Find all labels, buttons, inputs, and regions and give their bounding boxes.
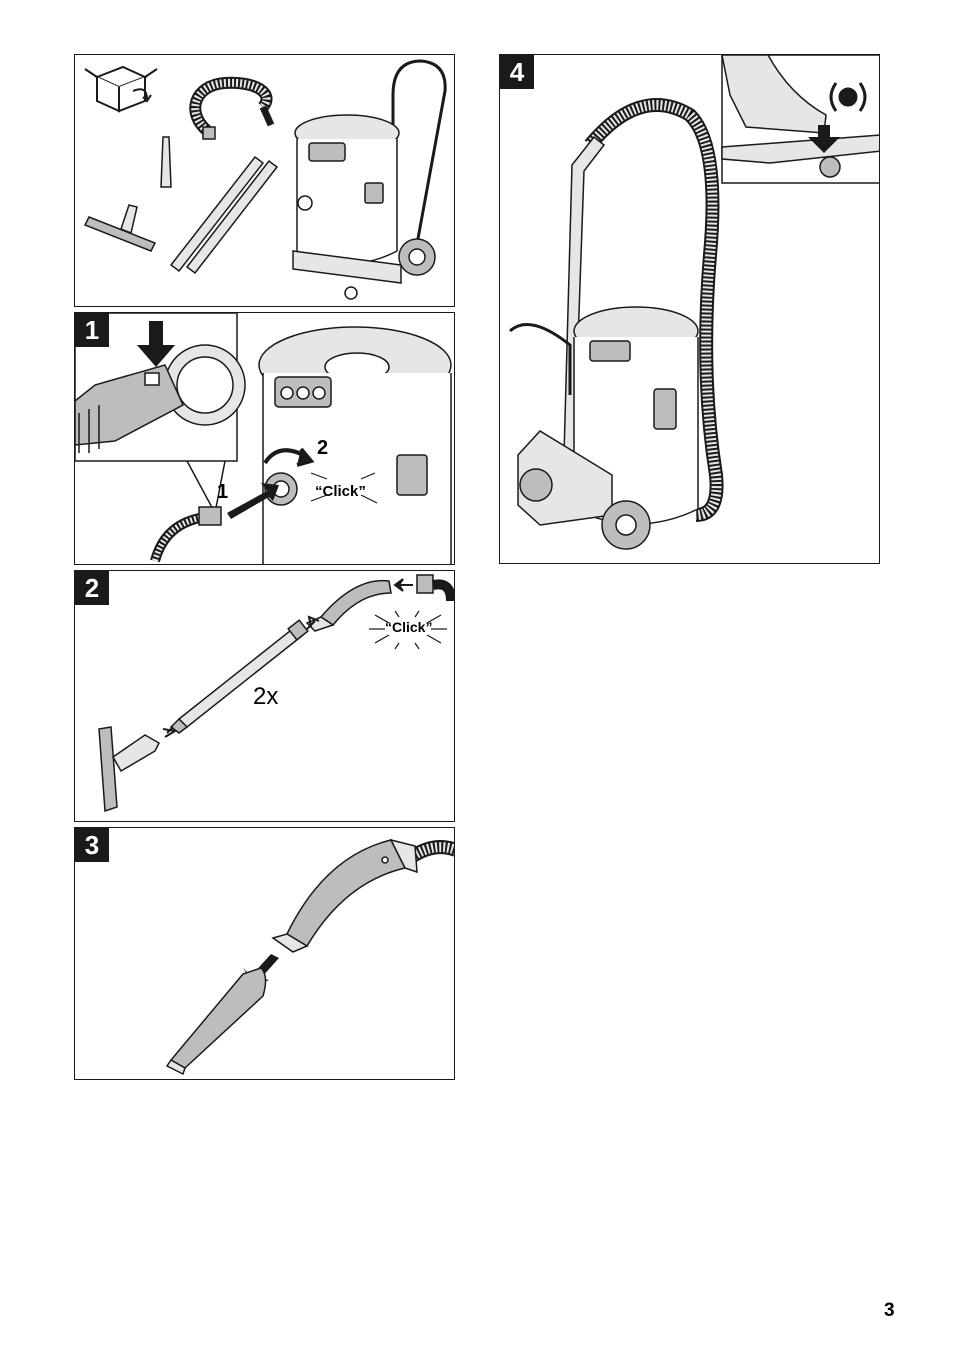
box-unpack-icon bbox=[85, 67, 157, 111]
crevice-nozzle-drawing bbox=[161, 137, 171, 187]
hose-drawing bbox=[413, 847, 455, 856]
callout-1: 1 bbox=[217, 481, 228, 504]
floor-nozzle-drawing bbox=[85, 205, 155, 251]
click-label: “Click” bbox=[315, 483, 366, 500]
foot-pedal-inset bbox=[722, 55, 880, 183]
connector-hose bbox=[155, 507, 221, 561]
step-number-badge: 2 bbox=[75, 571, 109, 605]
step-3-illustration bbox=[75, 828, 455, 1080]
suction-tubes-drawing bbox=[171, 157, 277, 273]
panel-step-3: 3 bbox=[74, 827, 455, 1080]
vacuum-head-drawing bbox=[259, 327, 451, 565]
step-number-badge: 4 bbox=[500, 55, 534, 89]
step-4-illustration bbox=[500, 55, 880, 564]
step-1-illustration bbox=[75, 313, 455, 565]
panel-contents bbox=[74, 54, 455, 307]
page-number: 3 bbox=[884, 1300, 895, 1322]
callout-2: 2 bbox=[317, 437, 328, 460]
handle-drawing bbox=[273, 840, 417, 952]
panel-step-1: 1 2 1 “Click” bbox=[74, 312, 455, 565]
extension-tube-drawing bbox=[171, 620, 308, 733]
step-number-badge: 1 bbox=[75, 313, 109, 347]
multiplier-label: 2x bbox=[253, 683, 278, 711]
crevice-nozzle-drawing bbox=[167, 968, 266, 1074]
hose-handle-drawing bbox=[307, 581, 391, 631]
step-number-badge: 3 bbox=[75, 828, 109, 862]
panel-step-4: 4 bbox=[499, 54, 880, 564]
hose-end-drawing bbox=[417, 575, 451, 601]
vacuum-cleaner-drawing bbox=[293, 61, 445, 299]
panel-step-2: 2 “Click” 2x bbox=[74, 570, 455, 822]
hose-drawing bbox=[195, 83, 271, 139]
click-label: “Click” bbox=[385, 619, 432, 635]
vacuum-cleaner-drawing bbox=[510, 307, 698, 549]
floor-nozzle-drawing bbox=[99, 727, 159, 811]
contents-illustration bbox=[75, 55, 455, 307]
